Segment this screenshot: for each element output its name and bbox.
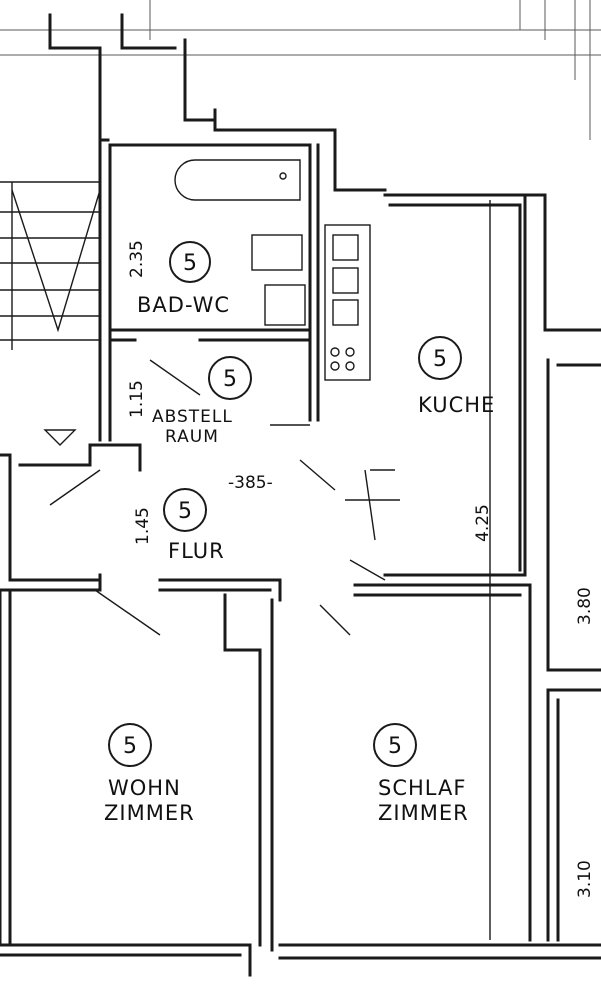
room-number-bad: 5	[183, 251, 197, 276]
room-number-flur: 5	[178, 499, 192, 524]
dimension-flur-depth: 1.45	[133, 507, 153, 545]
kitchen-counter	[324, 224, 371, 381]
dimension-right-upper: 3.80	[575, 587, 595, 625]
dimension-bad-depth: 2.35	[127, 240, 147, 278]
dimension-flur-width: -385-	[228, 473, 273, 493]
room-label-wohnzimmer-line2: ZIMMER	[104, 801, 195, 825]
bathtub	[174, 159, 301, 201]
room-number-kueche: 5	[433, 347, 447, 372]
room-number-abstellraum: 5	[223, 367, 237, 392]
room-number-wohnzimmer: 5	[123, 734, 137, 759]
room-label-abstellraum-line2: RAUM	[165, 427, 219, 447]
room-label-abstellraum-line1: ABSTELL	[152, 407, 233, 427]
room-label-bad-wc: BAD-WC	[137, 293, 230, 317]
room-number-schlafzimmer: 5	[388, 734, 402, 759]
room-label-kueche: KUCHE	[418, 393, 495, 417]
room-label-flur: FLUR	[168, 539, 225, 563]
walls	[0, 13, 601, 977]
room-label-schlafzimmer-line1: SCHLAF	[378, 776, 466, 800]
staircase	[0, 181, 101, 350]
door-marks	[43, 200, 491, 940]
dimension-abstell-depth: 1.15	[127, 380, 147, 418]
background-grid	[0, 0, 601, 140]
room-number-circles	[108, 241, 462, 767]
room-label-wohnzimmer-line1: WOHN	[108, 776, 181, 800]
dimension-kueche-depth: 4.25	[473, 504, 493, 542]
room-label-schlafzimmer-line2: ZIMMER	[378, 801, 469, 825]
dimension-right-lower: 3.10	[575, 860, 595, 898]
bath-fixtures	[251, 234, 306, 326]
